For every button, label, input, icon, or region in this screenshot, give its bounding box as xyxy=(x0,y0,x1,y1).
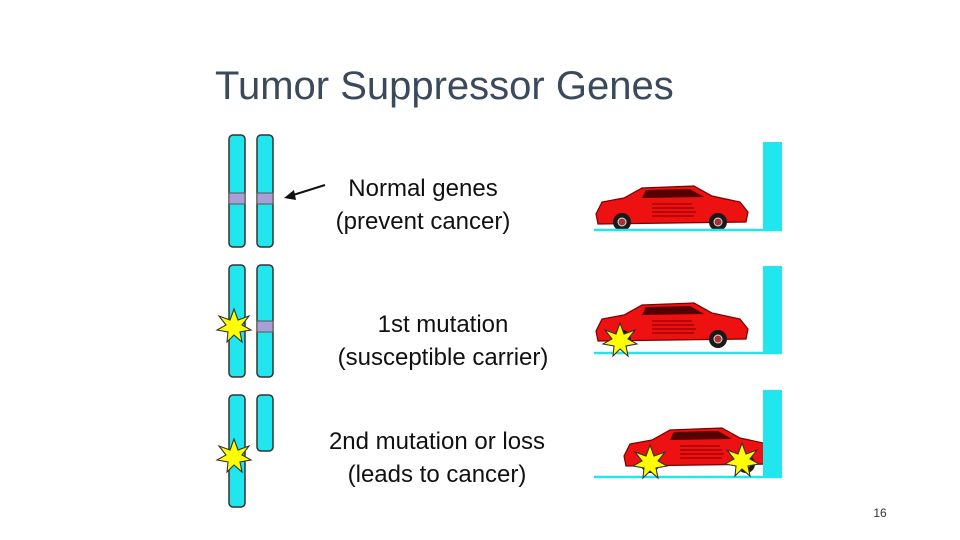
row-label-first-mutation: 1st mutation (susceptible carrier) xyxy=(337,311,549,371)
wall xyxy=(763,390,782,477)
wall xyxy=(763,142,782,230)
car-icon xyxy=(595,185,749,232)
slide-title: Tumor Suppressor Genes xyxy=(215,64,674,108)
row-label-second-mutation: 2nd mutation or loss (leads to cancer) xyxy=(328,428,546,488)
pointer-arrow xyxy=(284,184,326,200)
page-number: 16 xyxy=(873,506,887,520)
chromosome-pair-normal xyxy=(228,134,274,248)
row-label-normal: Normal genes (prevent cancer) xyxy=(335,175,511,235)
wall xyxy=(763,266,782,353)
